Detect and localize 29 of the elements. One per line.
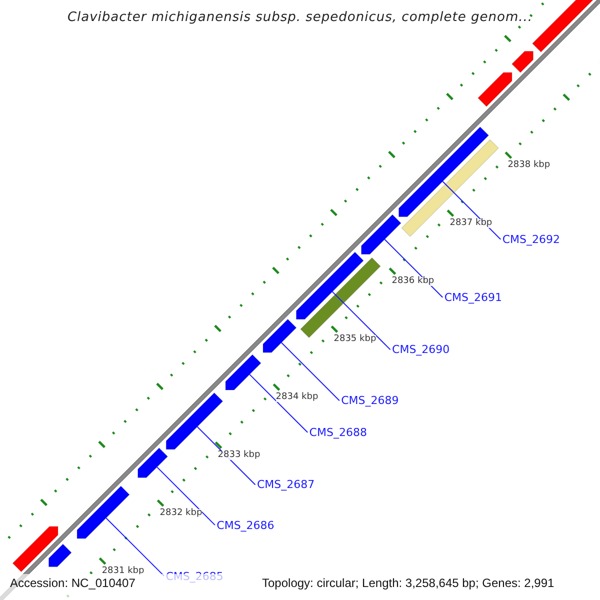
gene-label: CMS_2687 [256,479,315,490]
gene-feature [138,448,168,478]
leader-line [156,466,216,526]
gene-label: CMS_2689 [341,395,399,406]
leader-line [332,291,391,350]
gene-feature [262,318,297,353]
leader-line [249,374,308,433]
gene-label: CMS_2690 [392,344,450,356]
title: Clavibacter michiganensis subsp. sepedonicus, complete genom... [66,11,534,24]
gene-feature [296,252,364,320]
gene-label: CMS_2688 [309,427,367,438]
scale-label: 2837 kbp [450,218,492,228]
gene-feature [398,126,490,218]
gene-label: CMS_2691 [444,292,502,304]
gene-feature [48,544,72,568]
leader-line [280,342,340,402]
gene-feature [166,392,224,450]
gene-feature [225,354,262,390]
scale-label: 2836 kbp [392,276,434,286]
gene-label: CMS_2685 [166,570,224,582]
gene-label: CMS_2692 [502,234,560,246]
footer-text: Topology: circular; Length: 3,258,645 bp; Genes: 2,991 [262,577,554,589]
leader-line [442,180,502,240]
gene-label: CMS_2686 [216,520,274,531]
gene-feature [361,214,402,255]
leader-line [106,517,165,576]
scale-label: 2832 kbp [160,508,202,518]
gene-feature [76,486,130,539]
leader-line [384,238,444,298]
